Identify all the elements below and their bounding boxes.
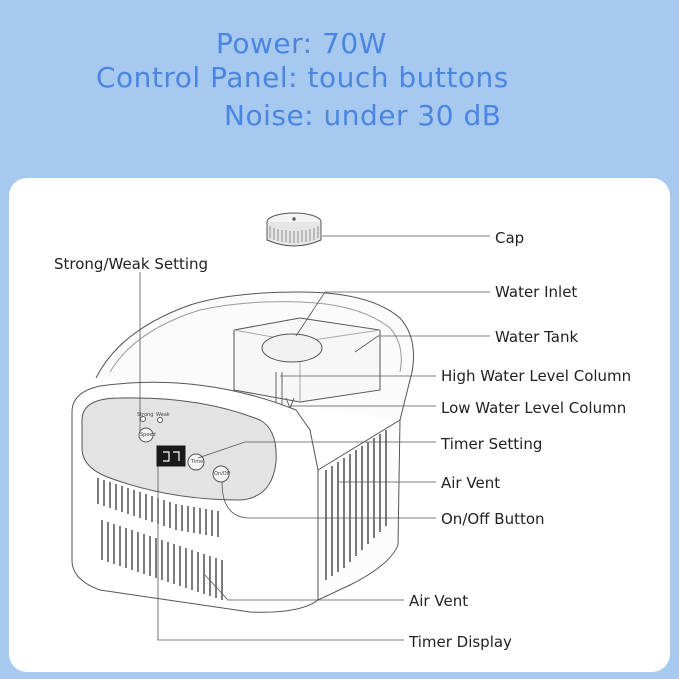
label-air-vent-side: Air Vent — [441, 474, 501, 492]
panel-time-text: Time — [191, 459, 204, 465]
panel-weak-text: Weak — [156, 412, 170, 418]
panel-onoff-text: On/Off — [214, 471, 231, 477]
side-air-vent — [325, 430, 387, 580]
label-air-vent-front: Air Vent — [409, 592, 469, 610]
label-high-water-level: High Water Level Column — [441, 367, 632, 385]
label-strong-weak-setting: Strong/Weak Setting — [54, 255, 209, 273]
label-on-off-button: On/Off Button — [441, 510, 545, 528]
label-timer-setting: Timer Setting — [441, 435, 543, 453]
label-water-inlet: Water Inlet — [495, 283, 578, 301]
humidifier-body — [71, 291, 414, 613]
label-low-water-level: Low Water Level Column — [441, 399, 627, 417]
front-air-vent — [97, 478, 223, 600]
spec-control-panel: Control Panel: touch buttons — [96, 61, 509, 94]
panel-strong-text: Strong — [137, 412, 154, 418]
label-timer-display: Timer Display — [409, 633, 512, 651]
spec-noise: Noise: under 30 dB — [224, 99, 502, 132]
label-cap: Cap — [495, 229, 525, 247]
cap-part — [266, 212, 322, 247]
label-water-tank: Water Tank — [495, 328, 579, 346]
panel-speed-text: Speed — [140, 432, 156, 438]
leader-lines — [139, 235, 490, 641]
spec-power: Power: 70W — [216, 27, 387, 60]
